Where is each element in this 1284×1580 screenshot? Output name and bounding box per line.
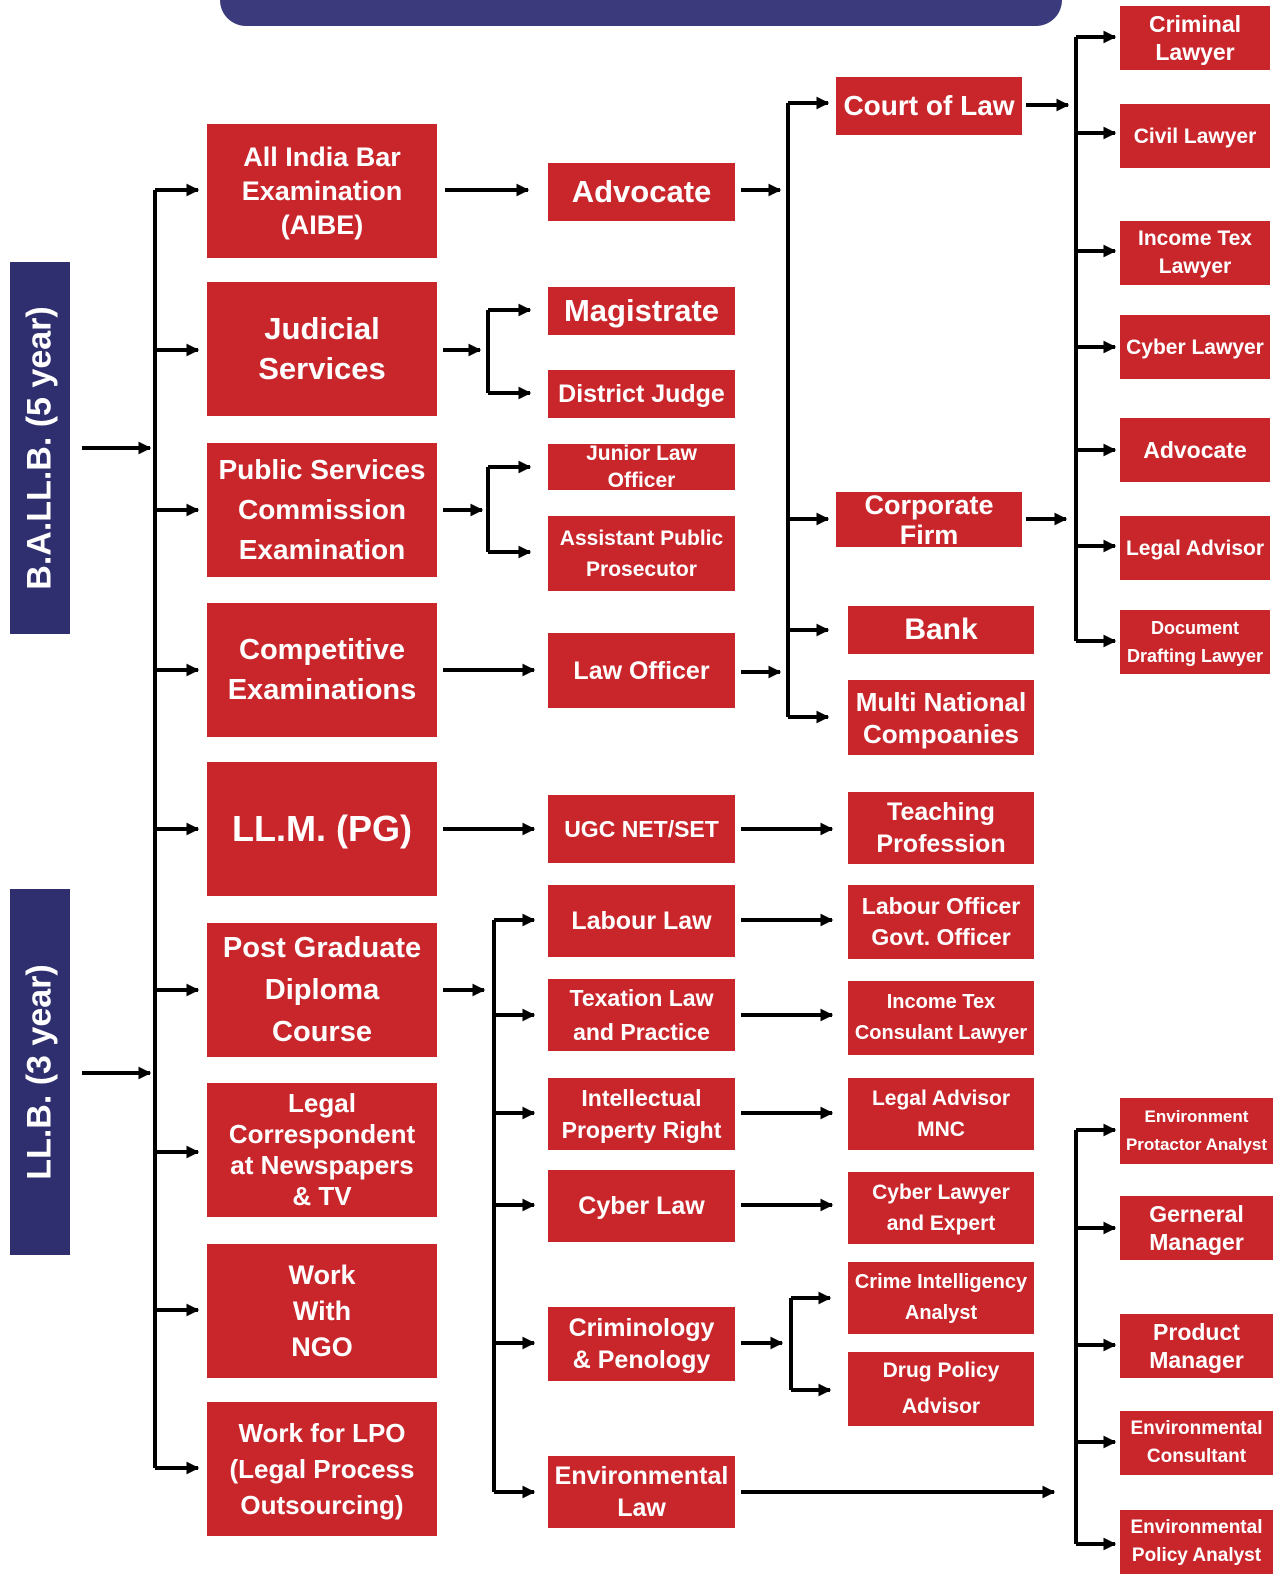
box-environmental-policy-analyst: Environmental Policy Analyst xyxy=(1120,1510,1273,1574)
box-texation-law: Texation Law and Practice xyxy=(548,979,735,1051)
box-environmental-law: Environmental Law xyxy=(548,1456,735,1528)
box-competitive-examinations: Competitive Examinations xyxy=(207,603,437,737)
box-district-judge: District Judge xyxy=(548,370,735,418)
box-cyber-law: Cyber Law xyxy=(548,1170,735,1242)
box-crime-intelligency-analyst: Crime Intelligency Analyst xyxy=(848,1262,1034,1334)
box-environment-protactor-analyst: Environment Protactor Analyst xyxy=(1120,1098,1273,1164)
box-psc-examination: Public Services Commission Examination xyxy=(207,443,437,577)
box-judicial-services: Judicial Services xyxy=(207,282,437,416)
box-document-drafting-lawyer: Document Drafting Lawyer xyxy=(1120,610,1270,674)
box-legal-advisor-mnc: Legal Advisor MNC xyxy=(848,1078,1034,1150)
box-intellectual-property-right: Intellectual Property Right xyxy=(548,1078,735,1150)
box-criminal-lawyer: Criminal Lawyer xyxy=(1120,6,1270,70)
box-llm-pg: LL.M. (PG) xyxy=(207,762,437,896)
box-bank: Bank xyxy=(848,606,1034,654)
box-aibe: All India Bar Examination (AIBE) xyxy=(207,124,437,258)
box-court-of-law: Court of Law xyxy=(836,77,1022,135)
box-corporate-firm: Corporate Firm xyxy=(836,490,1022,550)
box-ugc-net-set: UGC NET/SET xyxy=(548,795,735,863)
box-advocate: Advocate xyxy=(548,163,735,221)
program-ballb: B.A.LL.B. (5 year) xyxy=(10,262,70,634)
box-product-manager: Product Manager xyxy=(1120,1314,1273,1378)
box-advocate-level4: Advocate xyxy=(1120,418,1270,482)
program-llb: LL.B. (3 year) xyxy=(10,889,70,1255)
box-cyber-lawyer-expert: Cyber Lawyer and Expert xyxy=(848,1172,1034,1244)
box-magistrate: Magistrate xyxy=(548,287,735,335)
box-income-tex-consultant: Income Tex Consulant Lawyer xyxy=(848,981,1034,1055)
box-drug-policy-advisor: Drug Policy Advisor xyxy=(848,1352,1034,1426)
box-labour-officer: Labour Officer Govt. Officer xyxy=(848,885,1034,959)
box-work-with-ngo: Work With NGO xyxy=(207,1244,437,1378)
box-general-manager: Gerneral Manager xyxy=(1120,1196,1273,1260)
box-environmental-consultant: Environmental Consultant xyxy=(1120,1411,1273,1475)
box-legal-advisor: Legal Advisor xyxy=(1120,516,1270,580)
box-teaching-profession: Teaching Profession xyxy=(848,792,1034,864)
title-banner xyxy=(220,0,1062,26)
box-pg-diploma: Post Graduate Diploma Course xyxy=(207,923,437,1057)
box-multi-national-companies: Multi National Compoanies xyxy=(848,680,1034,755)
box-junior-law-officer: Junior Law Officer xyxy=(548,442,735,492)
box-criminology-penology: Criminology & Penology xyxy=(548,1307,735,1381)
box-civil-lawyer: Civil Lawyer xyxy=(1120,104,1270,168)
box-income-tex-lawyer: Income Tex Lawyer xyxy=(1120,221,1270,285)
box-work-for-lpo: Work for LPO (Legal Process Outsourcing) xyxy=(207,1402,437,1536)
box-law-officer: Law Officer xyxy=(548,633,735,708)
box-assistant-public-prosecutor: Assistant Public Prosecutor xyxy=(548,516,735,591)
box-cyber-lawyer: Cyber Lawyer xyxy=(1120,315,1270,379)
box-legal-correspondent: Legal Correspondent at Newspapers & TV xyxy=(207,1083,437,1217)
box-labour-law: Labour Law xyxy=(548,885,735,957)
